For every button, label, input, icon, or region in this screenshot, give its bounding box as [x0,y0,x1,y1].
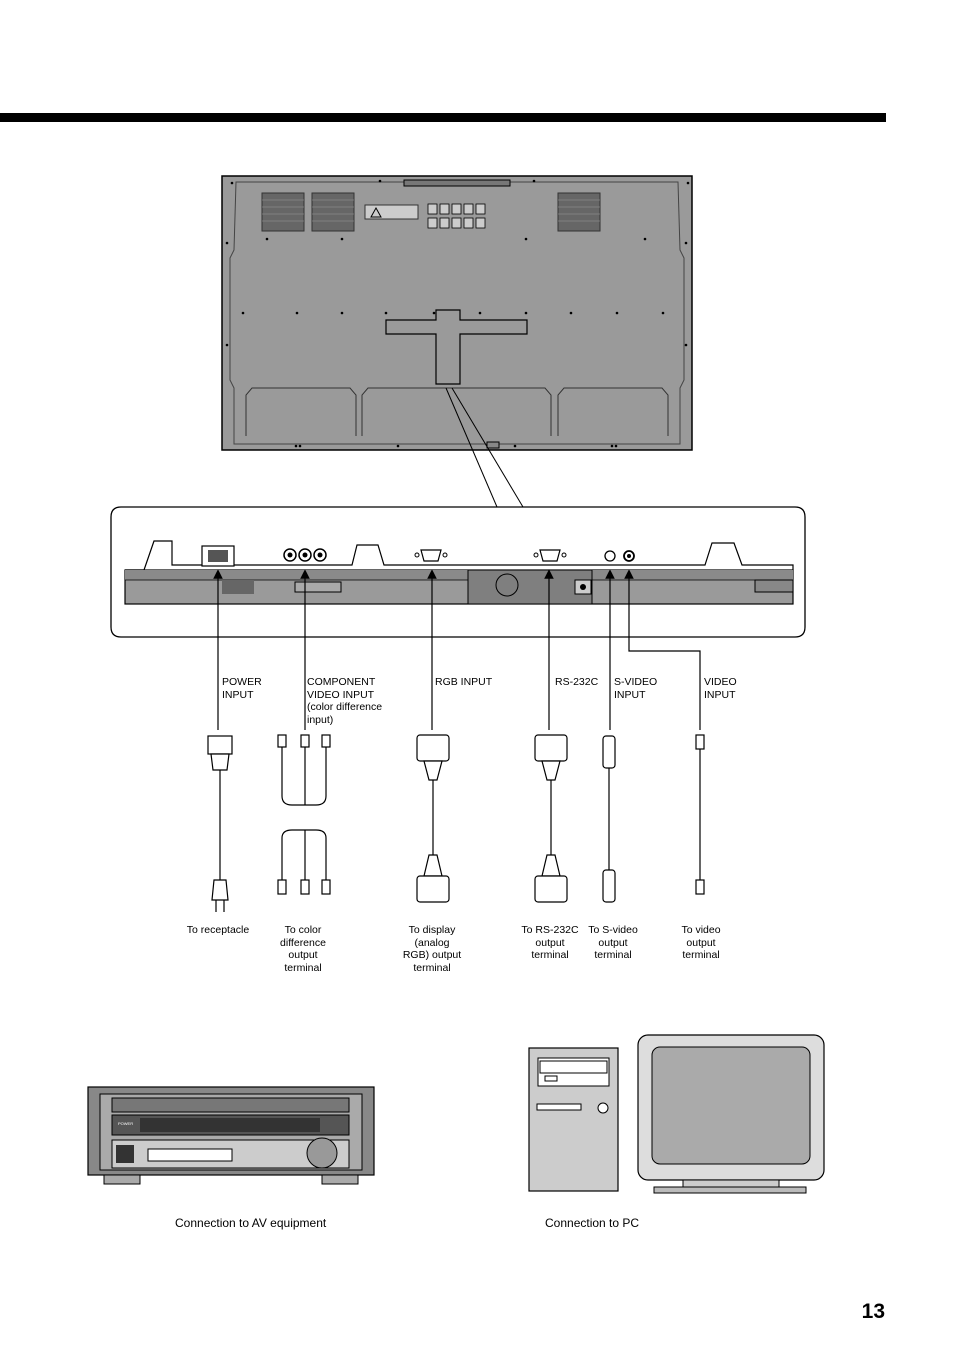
rs232c-label: RS-232C [555,676,599,688]
av-equipment-caption: Connection to AV equipment [175,1216,327,1230]
pc-illustration [528,1034,825,1194]
av-equipment-illustration [87,1086,375,1185]
rgb-input-label: RGB INPUT [435,676,493,688]
s-video-caption: To S-video output terminal [588,924,638,961]
component-video-input-label: COMPONENT VIDEO INPUT (color difference … [307,676,383,726]
rs232c-caption: To RS-232C output terminal [521,924,579,961]
component-caption: To color difference output terminal [280,924,326,974]
monitor-rear-view [221,175,693,451]
video-caption: To video output terminal [681,924,721,961]
pc-caption: Connection to PC [545,1216,640,1230]
s-video-input-label: S-VIDEO INPUT [614,676,658,701]
power-caption: To receptacle [186,924,250,936]
rgb-caption: To display (analog RGB) output terminal [402,924,462,974]
page-number: 13 [861,1300,885,1323]
video-input-label: VIDEO INPUT [704,676,737,701]
power-input-label: POWER INPUT [222,676,262,701]
header-rule [0,113,886,122]
av-power-label: POWER [118,1121,134,1126]
terminal-panel-closeup [110,506,806,638]
cable-illustrations [207,734,705,912]
